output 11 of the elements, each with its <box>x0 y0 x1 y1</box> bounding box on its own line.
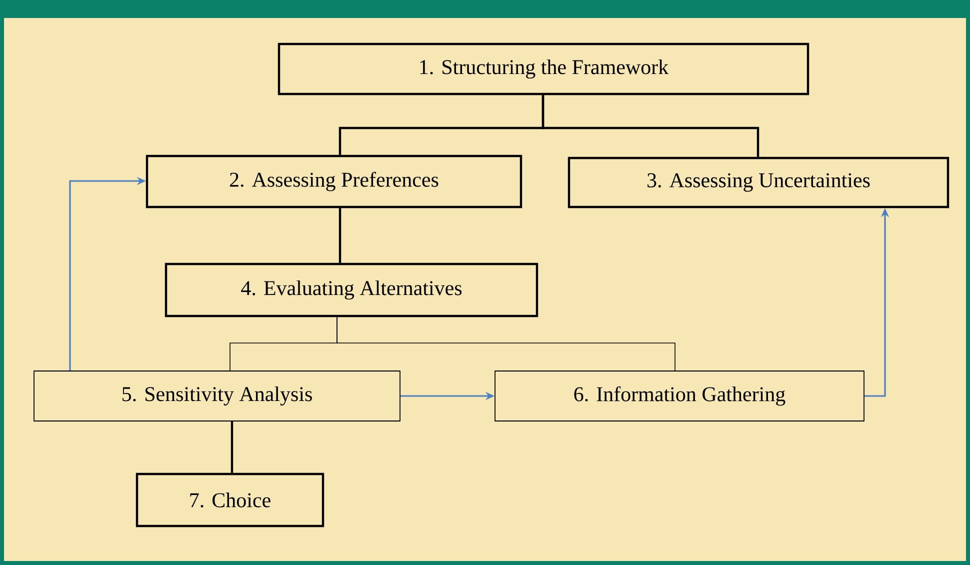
process-box: 7. Choice <box>136 472 324 528</box>
connector-line <box>542 95 760 157</box>
process-box: 2. Assessing Preferences <box>146 154 522 208</box>
process-box: 5. Sensitivity Analysis <box>34 370 400 422</box>
connector-line <box>338 208 342 263</box>
process-box: 4. Evaluating Alternatives <box>164 262 538 318</box>
connector-line <box>336 316 676 371</box>
connector-line <box>230 421 234 473</box>
process-box: 3. Assessing Uncertainties <box>568 156 950 208</box>
process-box: 6. Information Gathering <box>494 370 864 422</box>
process-box: 1. Structuring the Framework <box>278 42 810 96</box>
